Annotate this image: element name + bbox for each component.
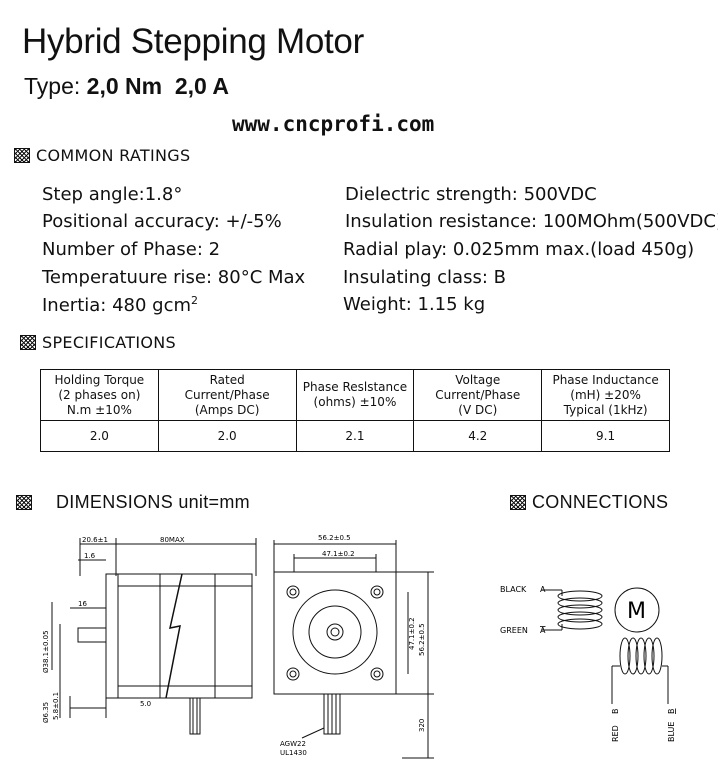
label-red: RED bbox=[611, 725, 620, 742]
website-text: www.cncprofi.com bbox=[232, 112, 435, 136]
rating-radial-play: Radial play: 0.025mm max.(load 450g) bbox=[343, 239, 695, 260]
label-a-bar: A bbox=[540, 626, 546, 635]
rating-positional-accuracy: Positional accuracy: +/-5% bbox=[42, 211, 282, 232]
connections-title: CONNECTIONS bbox=[532, 492, 669, 512]
dim-front-56-side: 56.2±0.5 bbox=[418, 623, 426, 656]
front-view-drawing: 56.2±0.5 47.1±0.2 47.1±0.2 56.2±0.5 320 … bbox=[273, 534, 434, 759]
value-voltage: 4.2 bbox=[413, 420, 543, 452]
dim-front-320: 320 bbox=[418, 719, 426, 732]
dim-front-47-top: 47.1±0.2 bbox=[322, 550, 355, 558]
col-holding-torque: Holding Torque(2 phases on)N.m ±10% bbox=[40, 369, 159, 421]
connections-heading: CONNECTIONS bbox=[510, 492, 668, 513]
type-label: Type: bbox=[24, 73, 81, 99]
hatch-icon bbox=[14, 148, 30, 163]
hatch-icon bbox=[510, 495, 526, 510]
specifications-table: Holding Torque(2 phases on)N.m ±10% Rate… bbox=[40, 369, 670, 452]
rating-weight: Weight: 1.15 kg bbox=[343, 294, 486, 315]
common-ratings-title: COMMON RATINGS bbox=[36, 146, 191, 165]
col-phase-resistance: Phase Reslstance(ohms) ±10% bbox=[295, 369, 415, 421]
dim-side-1-6: 1.6 bbox=[84, 552, 96, 560]
label-black: BLACK bbox=[500, 585, 527, 594]
label-b: B bbox=[611, 709, 620, 715]
rating-inertia-sup: 2 bbox=[191, 294, 199, 307]
dim-side-5: 5.0 bbox=[140, 700, 151, 708]
specifications-title: SPECIFICATIONS bbox=[42, 333, 177, 352]
value-rated-current: 2.0 bbox=[157, 420, 297, 452]
dim-side-5-8: 5.8±0.1 bbox=[52, 692, 60, 720]
dim-side-20-6: 20.6±1 bbox=[82, 536, 108, 544]
connections-diagram: BLACK A GREEN A M RED B BLUE B bbox=[500, 585, 676, 742]
rating-inertia-text: Inertia: 480 gcm bbox=[42, 295, 192, 316]
value-phase-resistance: 2.1 bbox=[295, 420, 415, 452]
rating-insulation-resistance: Insulation resistance: 100MOhm(500VDC) bbox=[345, 211, 718, 232]
label-green: GREEN bbox=[500, 626, 528, 635]
dim-front-47-side: 47.1±0.2 bbox=[408, 617, 416, 650]
hatch-icon bbox=[16, 495, 32, 510]
dim-side-80max: 80MAX bbox=[160, 536, 185, 544]
page-title: Hybrid Stepping Motor bbox=[22, 22, 364, 61]
rating-temperature-rise: Temperatuure rise: 80°C Max bbox=[42, 267, 306, 288]
table-header-row: Holding Torque(2 phases on)N.m ±10% Rate… bbox=[40, 369, 670, 421]
label-blue: BLUE bbox=[667, 722, 676, 742]
rating-insulating-class: Insulating class: B bbox=[343, 267, 506, 288]
value-holding-torque: 2.0 bbox=[40, 420, 159, 452]
col-phase-inductance: Phase Inductance(mH) ±20%Typical (1kHz) bbox=[541, 369, 670, 421]
type-current: 2,0 A bbox=[174, 73, 229, 99]
dim-side-38: Ø38.1±0.05 bbox=[42, 630, 50, 673]
table-row: 2.0 2.0 2.1 4.2 9.1 bbox=[40, 420, 670, 452]
rating-step-angle: Step angle:1.8° bbox=[42, 184, 183, 205]
label-a: A bbox=[540, 585, 546, 594]
motor-symbol-label: M bbox=[627, 599, 646, 624]
hatch-icon bbox=[20, 335, 36, 350]
dim-front-56-top: 56.2±0.5 bbox=[318, 534, 351, 542]
wire-label-ul: UL1430 bbox=[280, 749, 307, 757]
type-torque: 2,0 Nm bbox=[86, 73, 163, 99]
dimensions-heading: DIMENSIONS unit=mm bbox=[16, 492, 250, 513]
dimensions-title: DIMENSIONS unit=mm bbox=[56, 492, 250, 512]
wire-label-awg: AGW22 bbox=[280, 740, 306, 748]
rating-dielectric-strength: Dielectric strength: 500VDC bbox=[345, 184, 597, 205]
common-ratings-heading: COMMON RATINGS bbox=[14, 146, 190, 165]
rating-number-of-phase: Number of Phase: 2 bbox=[42, 239, 221, 260]
dim-side-16: 16 bbox=[78, 600, 87, 608]
label-b-bar: B bbox=[667, 709, 676, 715]
side-view-drawing: 20.6±1 80MAX 1.6 16 Ø38.1±0.05 Ø6.35 5.8… bbox=[42, 536, 257, 735]
type-line: Type: 2,0 Nm 2,0 A bbox=[24, 73, 229, 100]
specifications-heading: SPECIFICATIONS bbox=[20, 333, 176, 352]
dim-side-6-35: Ø6.35 bbox=[42, 702, 50, 723]
rating-inertia: Inertia: 480 gcm2 bbox=[42, 294, 198, 316]
value-phase-inductance: 9.1 bbox=[541, 420, 670, 452]
